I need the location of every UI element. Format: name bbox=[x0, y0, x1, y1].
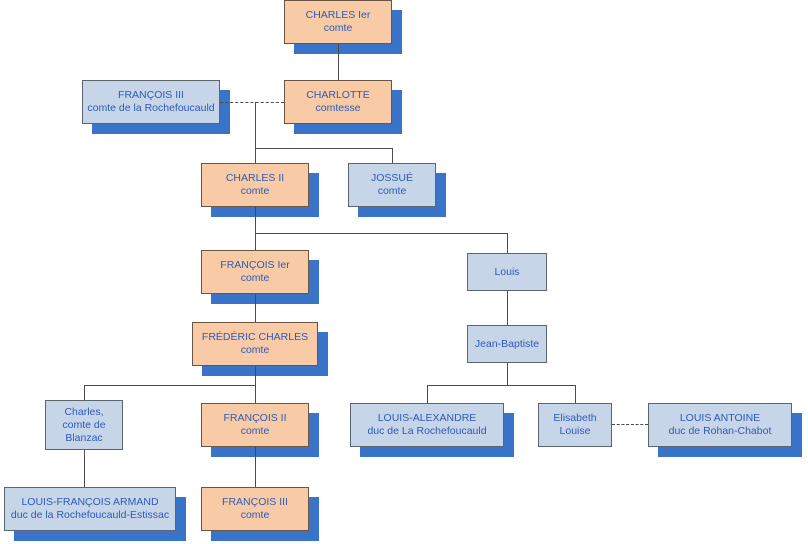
node-label-francois-ii: FRANÇOIS II comte bbox=[223, 412, 287, 437]
connector-marriage-elisabeth-antoine bbox=[612, 424, 648, 425]
node-label-francois-iii-comte: FRANÇOIS III comte bbox=[222, 496, 288, 521]
node-louis-francois-armand[interactable]: LOUIS-FRANÇOIS ARMAND duc de la Rochefou… bbox=[4, 487, 176, 531]
node-label-jossue: JOSSUÉ comte bbox=[370, 172, 413, 197]
connector-siblings-bar-3 bbox=[84, 385, 255, 386]
node-jossue[interactable]: JOSSUÉ comte bbox=[348, 163, 436, 207]
connector-drop-to-francois-ier bbox=[255, 233, 256, 250]
connector-louis-to-jean-baptiste bbox=[507, 291, 508, 325]
connector-siblings-bar-2 bbox=[255, 233, 507, 234]
node-label-louis: Louis bbox=[494, 265, 520, 278]
node-elisabeth-louise[interactable]: Elisabeth Louise bbox=[538, 403, 612, 447]
node-louis-alexandre[interactable]: LOUIS-ALEXANDRE duc de La Rochefoucauld bbox=[350, 403, 504, 447]
node-louis-antoine[interactable]: LOUIS ANTOINE duc de Rohan-Chabot bbox=[648, 403, 792, 447]
connector-drop-to-louis bbox=[507, 233, 508, 253]
node-francois-ii[interactable]: FRANÇOIS II comte bbox=[201, 403, 309, 447]
connector-drop-to-blanzac bbox=[84, 385, 85, 400]
node-label-elisabeth-louise: Elisabeth Louise bbox=[553, 412, 597, 437]
node-label-charlotte: CHARLOTTE comtesse bbox=[306, 89, 370, 114]
connector-francois-ii-to-francois-iii bbox=[255, 447, 256, 487]
node-label-louis-francois-armand: LOUIS-FRANÇOIS ARMAND duc de la Rochefou… bbox=[10, 496, 170, 521]
node-label-charles-blanzac: Charles, comte de Blanzac bbox=[62, 405, 106, 444]
connector-marriage-francois-iii-charlotte bbox=[220, 102, 284, 103]
connector-charles-ier-to-charlotte bbox=[338, 44, 339, 80]
connector-frederic-down bbox=[255, 366, 256, 385]
node-label-frederic-charles: FRÉDÉRIC CHARLES comte bbox=[201, 331, 309, 356]
node-label-louis-alexandre: LOUIS-ALEXANDRE duc de La Rochefoucauld bbox=[367, 412, 487, 437]
connector-drop-to-jossue bbox=[392, 148, 393, 163]
node-frederic-charles[interactable]: FRÉDÉRIC CHARLES comte bbox=[192, 322, 318, 366]
node-label-francois-ier: FRANÇOIS Ier comte bbox=[220, 259, 290, 284]
node-label-francois-iii-roche: FRANÇOIS III comte de la Rochefoucauld bbox=[87, 89, 215, 114]
node-jean-baptiste[interactable]: Jean-Baptiste bbox=[467, 325, 547, 363]
node-francois-ier[interactable]: FRANÇOIS Ier comte bbox=[201, 250, 309, 294]
connector-siblings-bar-1 bbox=[255, 148, 392, 149]
connector-francois-ier-to-frederic bbox=[255, 294, 256, 322]
connector-drop-to-louis-alexandre bbox=[427, 385, 428, 403]
node-label-charles-ier: CHARLES Ier comte bbox=[305, 9, 371, 34]
node-charles-blanzac[interactable]: Charles, comte de Blanzac bbox=[45, 400, 123, 450]
connector-drop-to-charles-ii bbox=[255, 148, 256, 163]
connector-drop-to-francois-ii bbox=[255, 385, 256, 403]
connector-siblings-bar-4 bbox=[427, 385, 575, 386]
node-label-charles-ii: CHARLES II comte bbox=[225, 172, 285, 197]
node-label-louis-antoine: LOUIS ANTOINE duc de Rohan-Chabot bbox=[668, 412, 772, 437]
connector-charles-ii-down bbox=[255, 207, 256, 233]
node-label-jean-baptiste: Jean-Baptiste bbox=[474, 337, 540, 350]
node-francois-iii-comte[interactable]: FRANÇOIS III comte bbox=[201, 487, 309, 531]
connector-blanzac-to-armand bbox=[84, 450, 85, 487]
node-louis[interactable]: Louis bbox=[467, 253, 547, 291]
connector-drop-to-elisabeth bbox=[575, 385, 576, 403]
connector-union-drop bbox=[255, 102, 256, 148]
connector-jean-baptiste-down bbox=[507, 363, 508, 385]
node-charlotte[interactable]: CHARLOTTE comtesse bbox=[284, 80, 392, 124]
node-francois-iii-roche[interactable]: FRANÇOIS III comte de la Rochefoucauld bbox=[82, 80, 220, 124]
node-charles-ier[interactable]: CHARLES Ier comte bbox=[284, 0, 392, 44]
node-charles-ii[interactable]: CHARLES II comte bbox=[201, 163, 309, 207]
